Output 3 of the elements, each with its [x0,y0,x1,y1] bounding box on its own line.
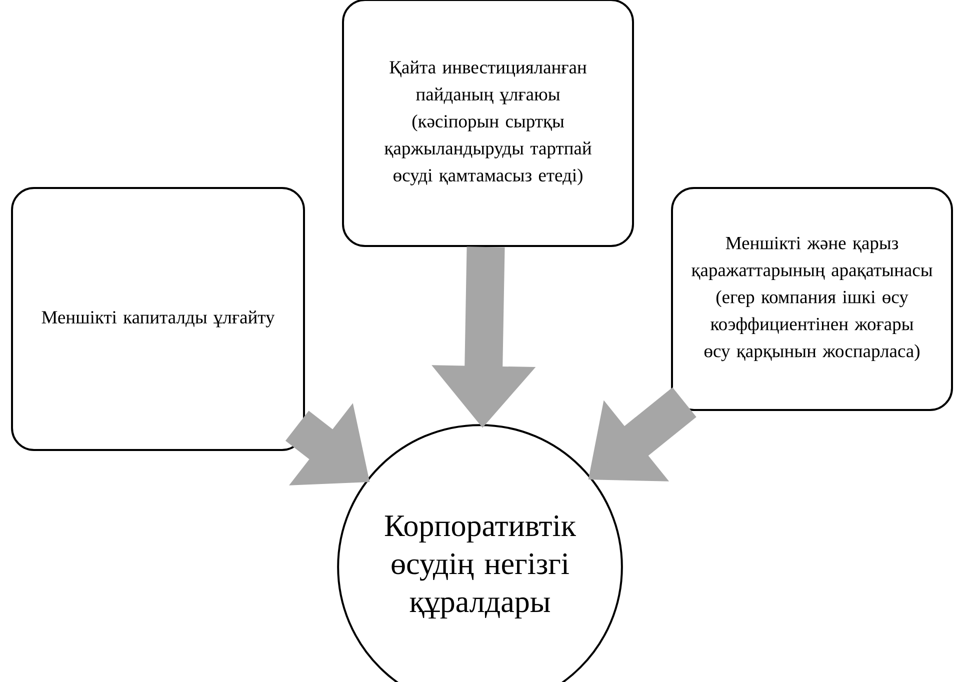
rounded-box: Меншікті капиталды ұлғайту [11,187,305,451]
rounded-box: Қайта инвестицияланған пайданың ұлғаюы (кәсіпорын сыртқы қаржыландыруды тартпай өсуді қамтамасыз етеді) [342,0,634,247]
rounded-box: Меншікті және қарыз қаражаттарының арақатынасы (егер компания ішкі өсу коэффициентінен жоғары өсу қарқынын жоспарласа) [671,187,953,411]
